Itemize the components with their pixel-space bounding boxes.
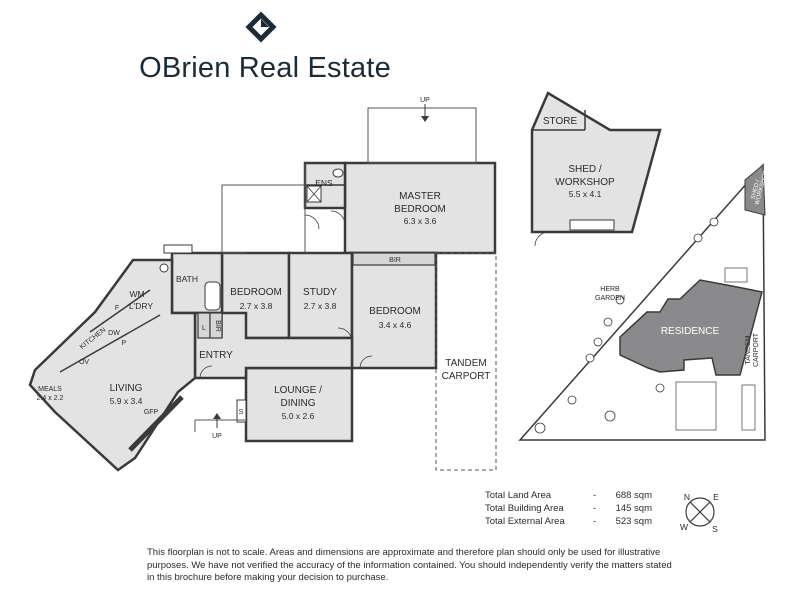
living-label: LIVING: [110, 383, 143, 394]
up-bottom-label: UP: [212, 433, 222, 440]
room-text: BEDROOM: [394, 204, 446, 215]
room-text: DINING: [281, 398, 316, 409]
area-row: Total External Area - 523 sqm: [485, 516, 652, 527]
meals-label: MEALS: [38, 386, 62, 393]
area-row: Total Building Area - 145 sqm: [485, 503, 652, 514]
room-text: GARDEN: [595, 295, 625, 302]
study-label: STUDY: [303, 287, 337, 298]
compass-w: W: [680, 522, 688, 532]
p-label: P: [122, 340, 127, 347]
room-text: 6.3 x 3.6: [404, 216, 437, 226]
site-shed-label: SHED /: [751, 179, 762, 200]
shed-workshop-building: [530, 91, 662, 234]
room-text: 5.0 x 2.6: [282, 411, 315, 421]
l-label: L: [202, 325, 206, 332]
bir-small-label: BIR: [214, 320, 221, 332]
bath-label: BATH: [176, 274, 198, 284]
residence-footprint: [619, 279, 763, 376]
ens-label: ENS: [315, 178, 333, 188]
shed-workshop-label: SHED /: [568, 164, 602, 175]
compass-icon: [685, 497, 715, 527]
bir-master-label: BIR: [389, 257, 401, 264]
s-label: S: [239, 409, 244, 416]
area-totals: Total Land Area - 688 sqm Total Building…: [485, 489, 652, 528]
dw-label: DW: [108, 330, 120, 337]
room-text: 2.7 x 3.8: [304, 301, 337, 311]
bedroom-2-label: BEDROOM: [230, 287, 282, 298]
tandem-carport-label: TANDEM: [445, 358, 486, 369]
room-text: 3.4 x 4.6: [379, 320, 412, 330]
lounge-dining-label: LOUNGE /: [274, 385, 322, 396]
store-label: STORE: [543, 116, 578, 127]
room-text: 2.4 x 2.2: [37, 395, 64, 402]
compass-e: E: [713, 492, 719, 502]
living-kitchen-room: [28, 258, 197, 472]
bedroom-2-room: [220, 251, 291, 340]
lounge-dining-room: [244, 366, 354, 443]
f-label: F: [115, 305, 119, 312]
ldry-label: L'DRY: [129, 301, 153, 311]
gfp-label: GFP: [144, 409, 159, 416]
herb-garden-label: HERB: [600, 286, 620, 293]
site-plan: [518, 163, 766, 441]
bedroom-3-label: BEDROOM: [369, 306, 421, 317]
room-text: WORKSHOP: [555, 177, 615, 188]
room-text: 5.9 x 3.4: [110, 396, 143, 406]
master-bedroom-room: [343, 161, 497, 255]
master-bedroom-label: MASTER: [399, 191, 441, 202]
room-text: 5.5 x 4.1: [569, 189, 602, 199]
area-row: Total Land Area - 688 sqm: [485, 490, 652, 501]
room-text: CARPORT: [753, 332, 760, 367]
residence-label: RESIDENCE: [661, 326, 720, 337]
diamond-logo-icon: [245, 11, 277, 43]
disclaimer-text: This floorplan is not to scale. Areas an…: [147, 547, 672, 583]
compass-n: N: [684, 492, 690, 502]
room-text: 2.7 x 3.8: [240, 301, 273, 311]
entry-hall: [193, 311, 354, 380]
site-carport-label: TANDEM: [745, 335, 752, 364]
entry-label: ENTRY: [199, 350, 233, 361]
ov-label: OV: [79, 359, 89, 366]
brand-name: OBrien Real Estate: [139, 52, 391, 84]
compass-s: S: [712, 524, 718, 534]
up-top-label: UP: [420, 97, 430, 104]
room-text: CARPORT: [442, 371, 491, 382]
wm-label: WM: [129, 289, 144, 299]
